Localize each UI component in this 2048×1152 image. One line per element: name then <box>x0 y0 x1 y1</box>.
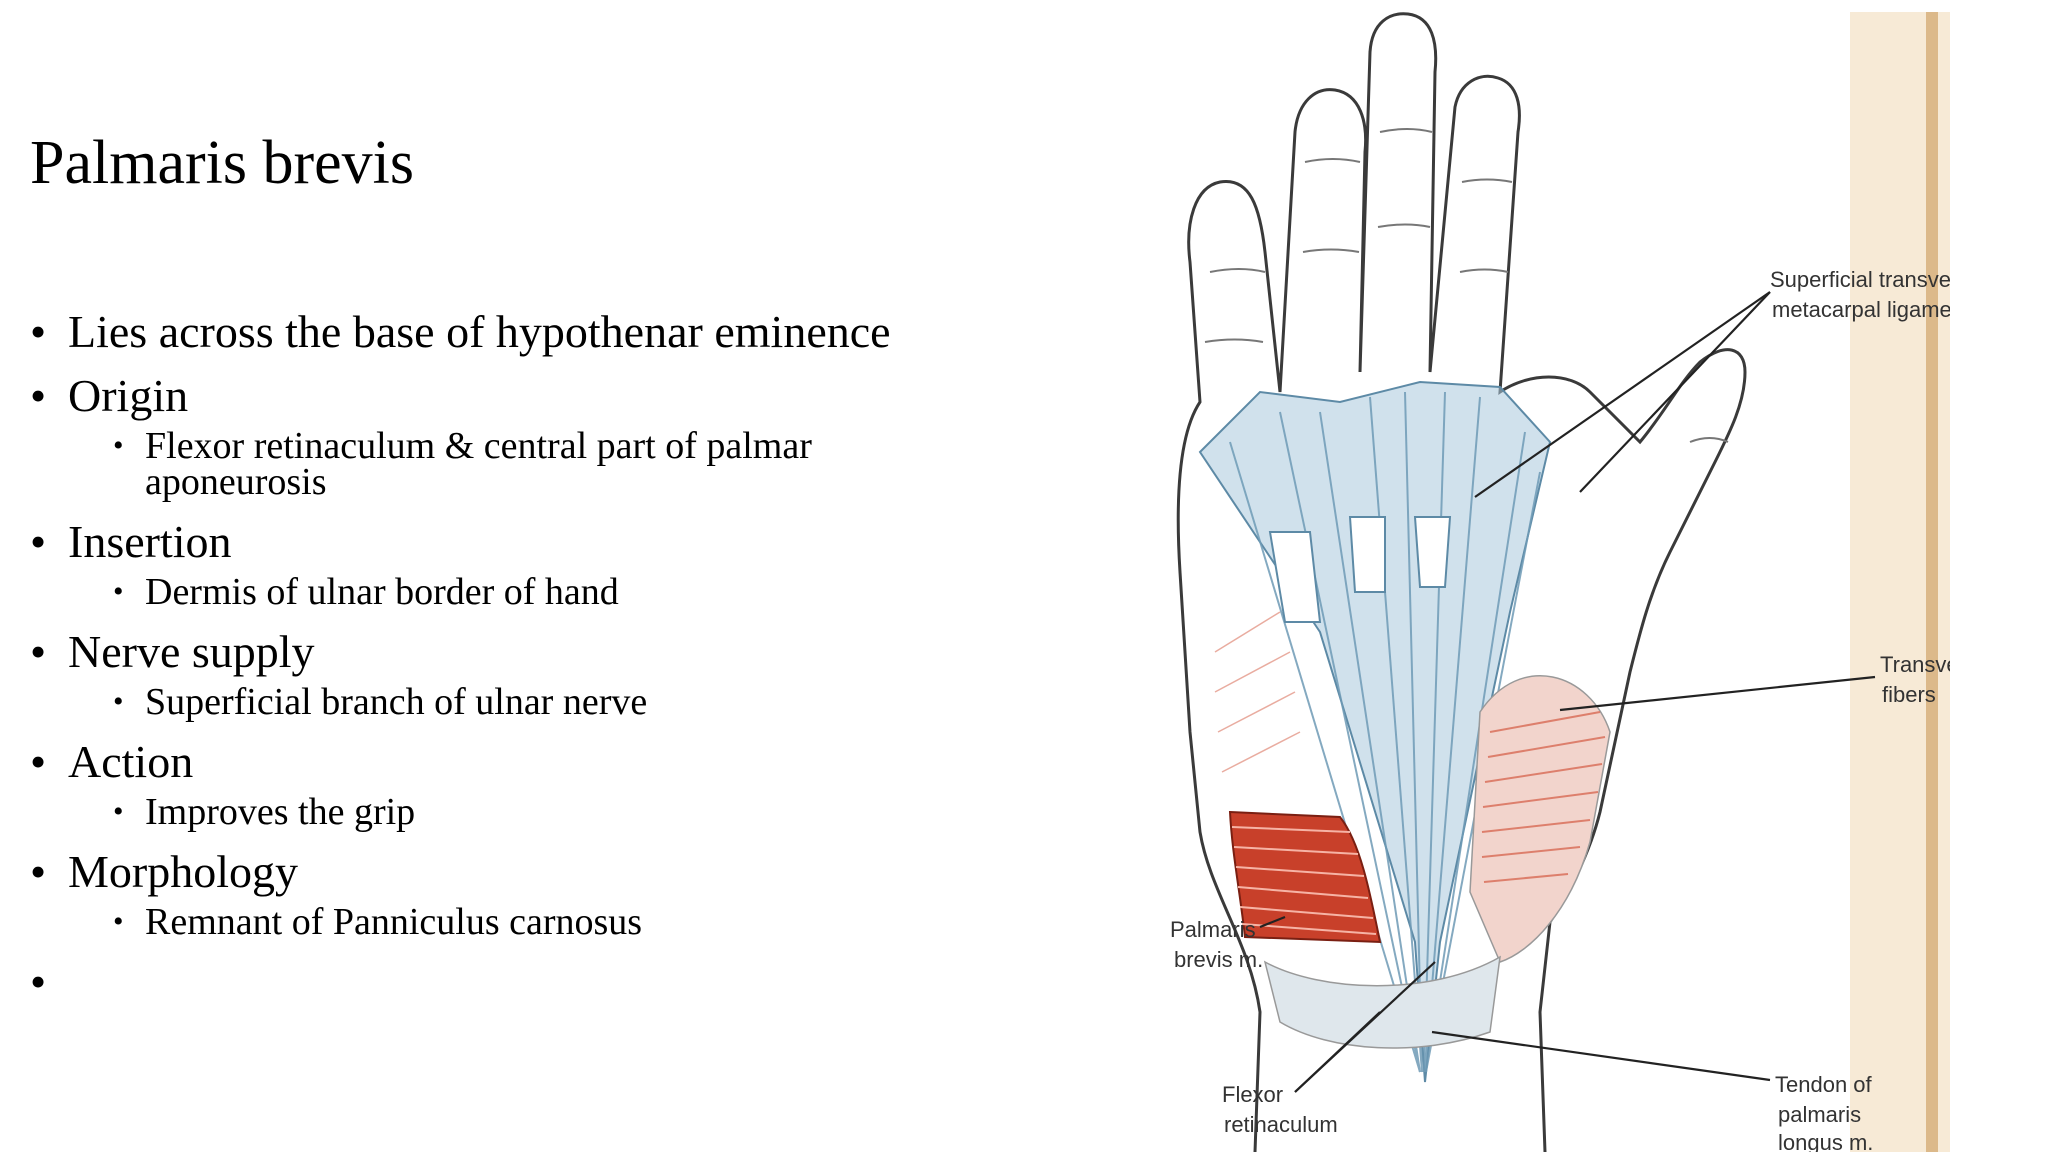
label-transverse-1: Transve <box>1880 652 1950 677</box>
thenar-muscle-fibers <box>1469 675 1611 963</box>
palmar-aponeurosis <box>1198 380 1552 1083</box>
palmaris-brevis-muscle <box>1228 810 1382 944</box>
label-leader-lines <box>1259 291 1876 1093</box>
bullet-item: Insertion <box>30 510 1130 574</box>
bullet-item: Action <box>30 730 1130 794</box>
sub-bullet-text: Remnant of Panniculus carnosus <box>145 901 643 943</box>
sub-bullet-item: •Remnant of Panniculus carnosus <box>113 901 1130 950</box>
sub-bullet-item: •Dermis of ulnar border of hand <box>113 571 1130 620</box>
bullet-item: Lies across the base of hypothenar emine… <box>30 300 1130 364</box>
bullet-list: Lies across the base of hypothenar emine… <box>30 300 1130 1014</box>
hypothenar-muscle-fibers <box>1214 611 1301 773</box>
label-palmaris-1: Palmaris <box>1170 917 1256 942</box>
label-palmaris-2: brevis m. <box>1174 947 1263 972</box>
sub-bullet-text: Improves the grip <box>145 791 416 833</box>
label-transverse-2: fibers <box>1882 682 1936 707</box>
sub-bullet-item: •Flexor retinaculum & central part of pa… <box>113 425 1130 510</box>
label-tendon-3: longus m. <box>1778 1130 1873 1152</box>
label-tendon-2: palmaris <box>1778 1102 1861 1127</box>
sub-bullet-text: Flexor retinaculum & central part of pal… <box>145 425 812 503</box>
bullet-text: Insertion <box>68 516 232 567</box>
label-flexor-2: retinaculum <box>1224 1112 1338 1137</box>
bullet-item: Morphology <box>30 840 1130 904</box>
bullet-text: Nerve supply <box>68 626 315 677</box>
flexor-retinaculum-shading <box>1263 955 1501 1049</box>
sub-bullet-item: •Superficial branch of ulnar nerve <box>113 681 1130 730</box>
bullet-item: Origin <box>30 364 1130 428</box>
sub-bullet-text: Dermis of ulnar border of hand <box>145 571 619 613</box>
bullet-text: Morphology <box>68 846 298 897</box>
bullet-text: Lies across the base of hypothenar emine… <box>68 306 891 357</box>
label-superficial-2: metacarpal ligamen <box>1772 297 1950 322</box>
label-flexor-1: Flexor <box>1222 1082 1283 1107</box>
label-superficial-1: Superficial transvers <box>1770 267 1950 292</box>
bullet-text: Origin <box>68 370 189 421</box>
sub-bullet-item: •Improves the grip <box>113 791 1130 840</box>
slide-title: Palmaris brevis <box>30 129 414 197</box>
label-tendon-1: Tendon of <box>1775 1072 1873 1097</box>
page-edge-line <box>1926 12 1938 1152</box>
bullet-item: Nerve supply <box>30 620 1130 684</box>
hand-anatomy-illustration: Superficial transvers metacarpal ligamen… <box>1170 12 1950 1152</box>
sub-bullet-text: Superficial branch of ulnar nerve <box>145 681 648 723</box>
bullet-text: Action <box>68 736 194 787</box>
finger-creases <box>1204 128 1729 443</box>
